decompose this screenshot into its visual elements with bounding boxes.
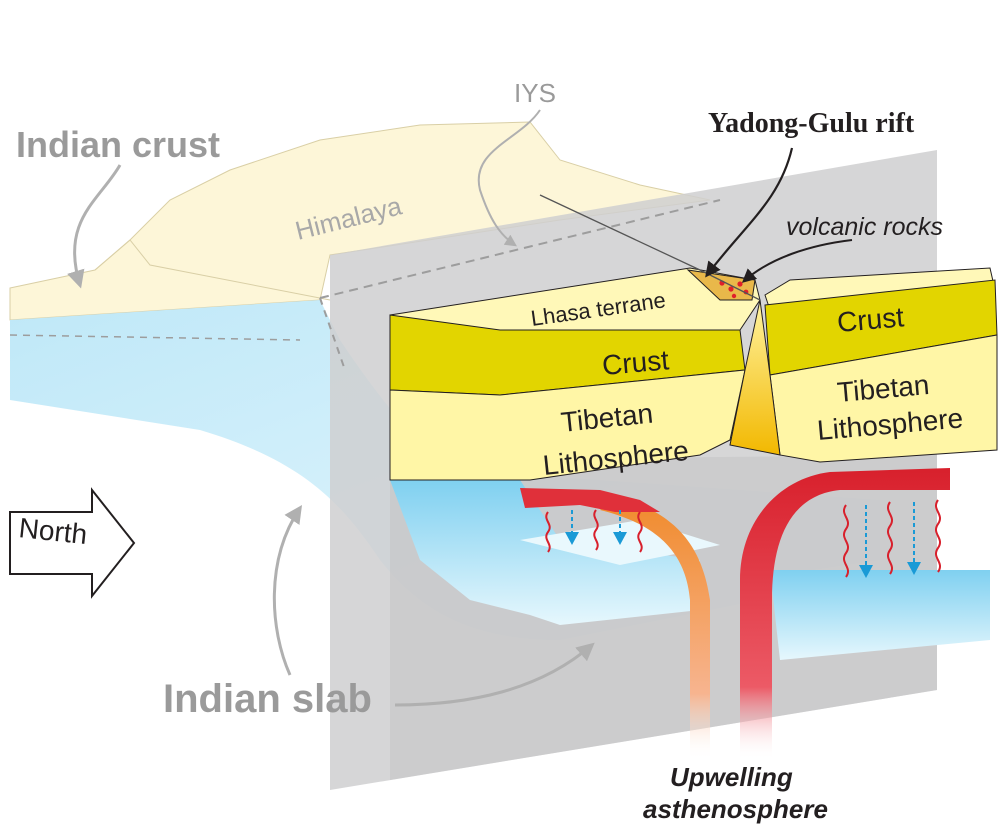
- heat-flow-arrowheads: [565, 532, 921, 578]
- rift-pointer: [705, 147, 794, 278]
- volcanic-rocks-label: volcanic rocks: [786, 213, 943, 241]
- upwelling-plume-red: [740, 468, 950, 760]
- heat-waves: [545, 499, 941, 578]
- crust-right-label: Crust: [836, 301, 906, 338]
- iys-dashed-line: [319, 199, 721, 299]
- volcanic-pointer: [741, 239, 853, 283]
- rift-label: Yadong-Gulu rift: [708, 108, 915, 139]
- iys-label: IYS: [514, 78, 556, 108]
- indian-crust-pointer: [67, 164, 122, 289]
- indian-slab-face-left: [390, 480, 700, 625]
- heat-flow-arrows: [571, 502, 915, 568]
- north-arrow: [9, 487, 136, 599]
- indian-slab-face-right: [770, 570, 990, 660]
- indian-crust-surface: [9, 121, 711, 321]
- rift-gap-fill: [729, 299, 781, 456]
- asthenosphere-label: asthenosphere: [643, 794, 828, 824]
- indian-slab-label: Indian slab: [163, 677, 372, 721]
- north-label: North: [17, 512, 88, 550]
- crust-left-label: Crust: [601, 344, 671, 381]
- upwelling-plume-orange: [600, 495, 710, 760]
- slab-dashed-edge: [9, 334, 301, 341]
- plume-red-head-left: [520, 488, 660, 512]
- left-lithosphere-layer: [389, 369, 746, 481]
- rift-fault-line: [539, 194, 761, 301]
- indian-crust-label: Indian crust: [16, 124, 220, 165]
- himalaya-ridge: [94, 239, 331, 301]
- slab-pointer-right: [394, 642, 595, 707]
- upwelling-label: Upwelling: [670, 762, 793, 792]
- iys-pointer: [477, 109, 541, 247]
- slab-pointer-up: [272, 505, 303, 676]
